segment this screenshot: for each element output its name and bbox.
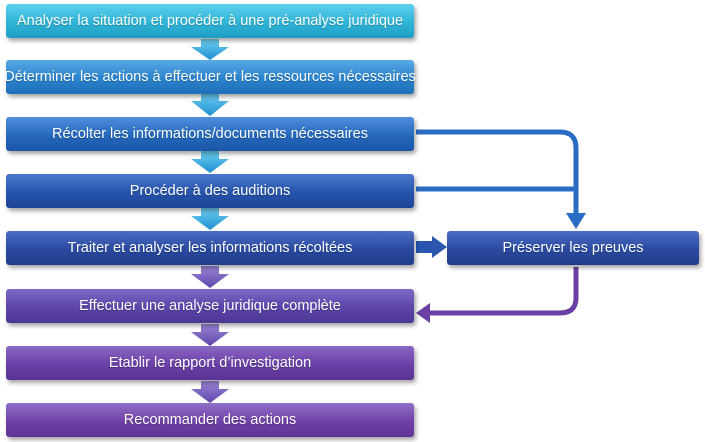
step-label: Recommander des actions xyxy=(123,412,297,428)
step-label: Procéder à des auditions xyxy=(129,183,291,199)
step-collect-information: Récolter les informations/documents néce… xyxy=(6,117,414,151)
down-arrow xyxy=(191,39,229,60)
step-legal-analysis: Effectuer une analyse juridique complète xyxy=(6,289,414,323)
connector-collect-to-preserve xyxy=(416,129,586,229)
step-investigation-report: Etablir le rapport d’investigation xyxy=(6,346,414,380)
step-label: Traiter et analyser les informations réc… xyxy=(67,240,353,256)
step-recommend-actions: Recommander des actions xyxy=(6,403,414,437)
step-label: Récolter les informations/documents néce… xyxy=(52,126,368,142)
step-label: Effectuer une analyse juridique complète xyxy=(79,298,341,314)
down-arrow xyxy=(191,266,229,288)
step-label: Etablir le rapport d’investigation xyxy=(108,355,312,371)
connector-preserve-to-analysis xyxy=(416,267,579,323)
step-process-information: Traiter et analyser les informations réc… xyxy=(6,231,414,265)
step-preserve-evidence: Préserver les preuves xyxy=(447,231,699,265)
step-preanalysis: Analyser la situation et procéder à une … xyxy=(6,4,414,38)
down-arrow xyxy=(191,151,229,173)
step-label: Déterminer les actions à effectuer et le… xyxy=(4,69,416,85)
step-determine-actions: Déterminer les actions à effectuer et le… xyxy=(4,60,416,94)
down-arrow xyxy=(191,93,229,116)
down-arrow xyxy=(191,324,229,346)
step-label: Analyser la situation et procéder à une … xyxy=(16,13,404,29)
step-label: Préserver les preuves xyxy=(502,240,644,256)
step-hearings: Procéder à des auditions xyxy=(6,174,414,208)
down-arrow xyxy=(191,381,229,403)
arrow-process-to-preserve xyxy=(416,236,447,258)
down-arrow xyxy=(191,208,229,230)
